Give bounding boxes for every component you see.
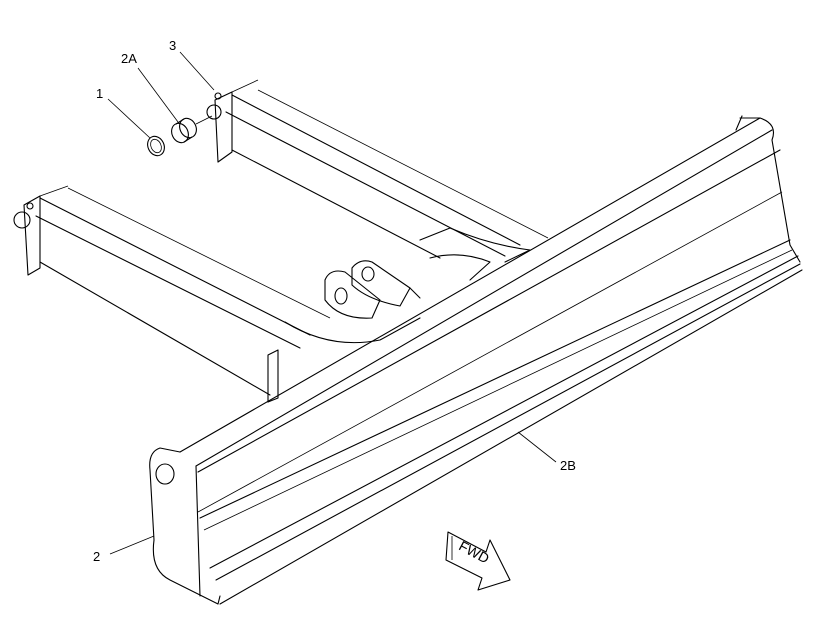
dozer-blade: [149, 115, 803, 605]
callout-2B: 2B: [560, 458, 576, 473]
bushing: [171, 115, 213, 144]
push-arm-left: [13, 185, 421, 403]
callout-1: 1: [96, 86, 103, 101]
forward-direction-arrow: FWD: [445, 531, 511, 591]
push-arm-right: [206, 79, 549, 263]
callout-3: 3: [169, 38, 176, 53]
fwd-label: FWD: [456, 537, 492, 566]
leader-lines: [107, 51, 557, 555]
callout-2: 2: [93, 549, 100, 564]
retaining-ring: [147, 135, 165, 157]
callout-2A: 2A: [121, 51, 137, 66]
center-clevis: [324, 254, 491, 319]
